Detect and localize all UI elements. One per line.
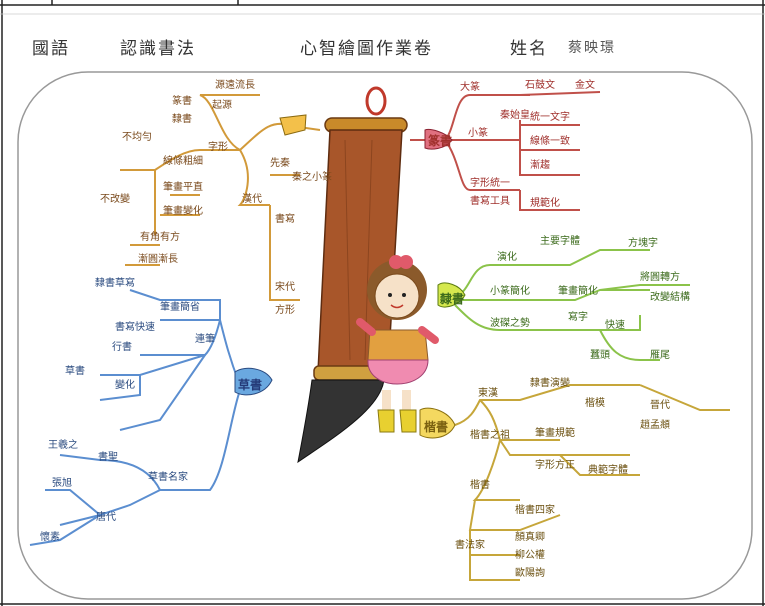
regular-hub-label: 楷書 [424,420,449,434]
regular-hub-icon [419,407,456,439]
cursive-label-8: 書聖 [98,452,118,463]
clerical-label-9: 波磔之勢 [490,318,530,329]
student-name: 蔡映璟 [568,40,616,56]
regular-label-5: 晉代 [650,400,670,411]
origin-hub-icon [279,114,307,136]
origin-label-0: 源遠流長 [215,80,255,91]
clerical-label-5: 將圓轉方 [640,272,680,283]
clerical-hub-label: 隸書 [440,292,465,306]
origin-label-8: 不改變 [100,194,130,205]
seal-label-1: 石鼓文 [525,80,555,91]
name-label: 姓名 [510,39,548,59]
origin-label-10: 有角有方 [140,232,180,243]
regular-label-4: 筆畫規範 [535,428,575,439]
seal-label-3: 小篆 [468,128,488,139]
cursive-label-7: 王羲之 [48,440,78,451]
seal-label-7: 漸趨 [530,160,550,171]
regular-label-8: 楷書 [470,480,490,491]
seal-label-2: 金文 [575,80,595,91]
regular-label-13: 書法家 [455,540,485,551]
regular-label-6: 字形方正 [535,460,575,471]
brush-loop-icon [365,86,387,116]
origin-label-12: 先秦 [270,158,290,169]
origin-label-5: 不均勻 [122,132,152,143]
regular-label-7: 典範字體 [588,465,628,476]
cursive-label-12: 草書名家 [148,472,188,483]
seal-label-8: 字形統一 [470,178,510,189]
calligraphy-brush-icon [297,117,408,464]
cursive-label-9: 唐代 [96,512,116,523]
cursive-label-5: 變化 [115,380,135,391]
seal-label-4: 秦始皇 [500,110,530,121]
origin-label-11: 漸圓漸長 [138,254,178,265]
origin-label-16: 宋代 [275,282,295,293]
seal-label-10: 規範化 [530,198,560,209]
regular-label-12: 歐陽詢 [515,568,545,579]
clerical-label-6: 改變結構 [650,292,690,303]
origin-label-2: 篆書 [172,96,192,107]
clerical-label-10: 蠶頭 [590,350,610,361]
worksheet-title: 心智繪圖作業卷 [300,39,433,59]
cursive-label-0: 隸書草寫 [95,278,135,289]
origin-label-4: 字形 [208,142,228,153]
cursive-label-2: 書寫快速 [115,322,155,333]
regular-label-14: 趙孟頫 [640,420,670,431]
clerical-label-4: 筆畫簡化 [558,286,598,297]
clerical-label-3: 小篆簡化 [490,286,530,297]
cursive-label-11: 懷素 [40,532,60,543]
subject-label: 國語 [32,39,70,59]
regular-label-3: 楷書之祖 [470,430,510,441]
origin-label-9: 筆畫變化 [163,206,203,217]
cursive-label-6: 草書 [65,366,85,377]
origin-label-15: 漢代 [242,194,262,205]
clerical-hub-icon [437,282,466,308]
cursive-label-3: 連筆 [195,334,215,345]
unit-label: 認識書法 [120,39,196,59]
origin-label-17: 方形 [275,305,295,316]
clerical-label-0: 演化 [497,252,517,263]
seal-label-9: 書寫工具 [470,196,510,207]
regular-label-11: 柳公權 [515,550,545,561]
cursive-hub-label: 草書 [238,378,263,392]
clerical-label-11: 雁尾 [650,350,670,361]
clerical-label-2: 方塊字 [628,238,658,249]
regular-label-1: 東漢 [478,388,498,399]
clerical-label-1: 主要字體 [540,236,580,247]
seal-label-0: 大篆 [460,82,480,93]
regular-label-9: 楷書四家 [515,505,555,516]
origin-label-1: 起源 [212,100,232,111]
cursive-label-10: 張旭 [52,478,72,489]
origin-label-13: 秦之小篆 [292,172,332,183]
cursive-label-4: 行書 [112,342,132,353]
regular-label-10: 顏真卿 [515,532,545,543]
cursive-hub-icon [234,367,273,396]
seal-hub-label: 篆書 [428,134,453,148]
seal-label-5: 統一文字 [530,112,570,123]
origin-label-7: 筆畫平直 [163,182,203,193]
seal-hub-icon [424,129,453,150]
seal-label-6: 線條一致 [530,136,570,147]
cursive-label-1: 筆畫簡省 [160,302,200,313]
clerical-label-7: 寫字 [568,312,588,323]
origin-label-3: 隸書 [172,114,192,125]
origin-label-6: 線條粗細 [163,156,203,167]
regular-label-0: 隸書演變 [530,378,570,389]
regular-label-2: 楷模 [585,398,605,409]
clerical-label-8: 快速 [605,320,625,331]
origin-label-14: 書寫 [275,214,295,225]
girl-character-icon [356,255,439,433]
